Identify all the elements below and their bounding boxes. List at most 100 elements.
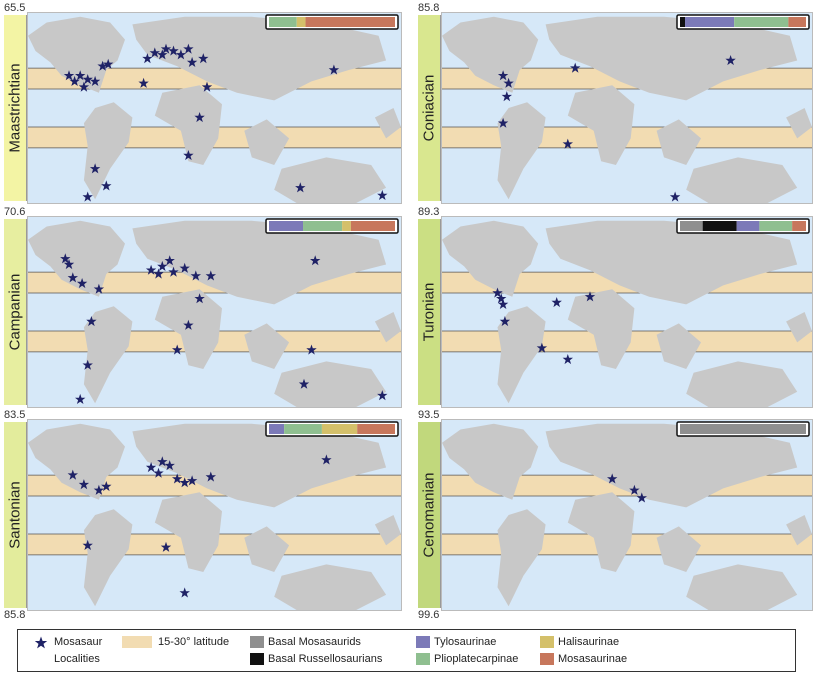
map-campanian bbox=[27, 216, 402, 408]
mosasaur-locality-star bbox=[501, 91, 512, 102]
mosasaur-locality-star bbox=[142, 53, 153, 64]
composition-bar-segment bbox=[269, 221, 304, 231]
landmass bbox=[442, 423, 539, 500]
mosasaur-locality-star bbox=[138, 77, 149, 88]
landmass bbox=[545, 16, 798, 101]
tylosaurinae-swatch bbox=[416, 636, 430, 648]
landmass bbox=[154, 289, 222, 369]
map-cenomanian bbox=[441, 419, 813, 611]
star-icon bbox=[34, 636, 48, 649]
stage-label-coniacian: Coniacian bbox=[418, 15, 441, 201]
plioplatecarpinae-swatch bbox=[416, 653, 430, 665]
mosasaur-locality-star bbox=[636, 492, 647, 503]
landmass bbox=[28, 16, 125, 93]
legend-mosasaurinae: Mosasaurinae bbox=[558, 653, 628, 665]
landmass bbox=[244, 323, 290, 369]
mosasaur-locality-star bbox=[63, 70, 75, 81]
composition-bar-segment bbox=[734, 17, 789, 27]
mosasaur-locality-star bbox=[497, 117, 509, 128]
mosasaur-locality-star bbox=[310, 255, 321, 266]
age-label: 93.5 bbox=[418, 409, 440, 421]
mosasaur-locality-star bbox=[183, 150, 194, 161]
mosasaur-locality-star bbox=[172, 473, 183, 484]
landmass bbox=[497, 306, 546, 404]
mosasaurinae-swatch bbox=[540, 653, 554, 665]
composition-bar-segment bbox=[685, 17, 735, 27]
age-label: 83.5 bbox=[4, 409, 26, 421]
mosasaur-locality-star bbox=[82, 74, 93, 85]
mosasaur-locality-star bbox=[145, 462, 157, 473]
landmass bbox=[274, 564, 387, 610]
composition-bar-segment bbox=[792, 221, 806, 231]
landmass bbox=[244, 526, 290, 572]
composition-bar-segment bbox=[305, 17, 395, 27]
mosasaur-locality-star bbox=[157, 260, 168, 271]
stage-name: Turonian bbox=[420, 282, 438, 342]
composition-bar-segment bbox=[296, 17, 306, 27]
map-santonian bbox=[27, 419, 402, 611]
legend: Mosasaur Localities 15-30° latitude Basa… bbox=[17, 629, 796, 672]
landmass bbox=[786, 312, 812, 343]
landmass bbox=[374, 312, 401, 343]
stage-label-maastrichtian: Maastrichtian bbox=[4, 15, 27, 201]
mosasaur-locality-star bbox=[194, 293, 205, 304]
mosasaur-locality-star bbox=[175, 49, 187, 60]
landmass bbox=[374, 515, 401, 546]
landmass bbox=[497, 509, 546, 607]
mosasaur-locality-star bbox=[78, 479, 90, 490]
landmass bbox=[83, 509, 133, 607]
legend-tylosaurinae: Tylosaurinae bbox=[434, 636, 497, 648]
mosasaur-locality-star bbox=[103, 58, 114, 69]
stage-label-turonian: Turonian bbox=[418, 219, 441, 405]
landmass bbox=[567, 289, 635, 369]
legend-plioplatecarpinae: Plioplatecarpinae bbox=[434, 653, 519, 665]
mosasaur-locality-star bbox=[60, 253, 71, 264]
landmass bbox=[374, 108, 401, 139]
mosasaur-locality-star bbox=[153, 268, 164, 279]
landmass bbox=[442, 16, 539, 93]
mosasaur-locality-star bbox=[562, 354, 573, 365]
composition-bar-segment bbox=[680, 221, 703, 231]
mosasaur-locality-star bbox=[298, 378, 310, 389]
landmass bbox=[567, 85, 635, 165]
mosasaur-locality-star bbox=[93, 283, 105, 294]
mosasaur-locality-star bbox=[562, 138, 573, 149]
mosasaur-locality-star bbox=[205, 270, 216, 281]
landmass bbox=[274, 157, 387, 203]
stage-name: Santonian bbox=[6, 481, 24, 549]
age-label: 65.5 bbox=[4, 2, 26, 14]
composition-bar-segment bbox=[736, 221, 760, 231]
stage-name: Coniacian bbox=[420, 74, 438, 142]
landmass bbox=[497, 102, 546, 200]
landmass bbox=[567, 492, 635, 572]
latitude-swatch bbox=[122, 636, 152, 648]
composition-bar-segment bbox=[284, 424, 322, 434]
landmass bbox=[442, 220, 539, 297]
landmass bbox=[244, 119, 290, 165]
mosasaur-locality-star bbox=[69, 75, 80, 86]
mosasaur-locality-star bbox=[97, 60, 108, 71]
stage-label-santonian: Santonian bbox=[4, 422, 27, 608]
mosasaur-locality-star bbox=[205, 471, 216, 482]
mosasaur-locality-star bbox=[89, 75, 101, 86]
composition-bar-segment bbox=[269, 17, 297, 27]
stage-name: Campanian bbox=[6, 273, 24, 351]
mosasaur-locality-star bbox=[63, 259, 75, 270]
mosasaur-locality-star bbox=[183, 43, 194, 54]
mosasaur-locality-star bbox=[194, 112, 205, 123]
landmass bbox=[545, 220, 798, 305]
composition-bar-segment bbox=[269, 424, 285, 434]
halisaurinae-swatch bbox=[540, 636, 554, 648]
mosasaur-locality-star bbox=[725, 55, 736, 66]
landmass bbox=[132, 423, 387, 508]
legend-latitude-label: 15-30° latitude bbox=[158, 636, 230, 648]
mosasaur-locality-star bbox=[669, 191, 681, 202]
mosasaur-locality-star bbox=[168, 45, 179, 56]
composition-bar-segment bbox=[788, 17, 806, 27]
mosasaur-locality-star bbox=[157, 456, 168, 467]
mosasaur-locality-star bbox=[160, 541, 172, 552]
mosasaur-locality-star bbox=[499, 316, 511, 327]
mosasaur-locality-star bbox=[168, 266, 179, 277]
basal-mosasaurids-swatch bbox=[250, 636, 264, 648]
mosasaur-locality-star bbox=[377, 189, 388, 200]
